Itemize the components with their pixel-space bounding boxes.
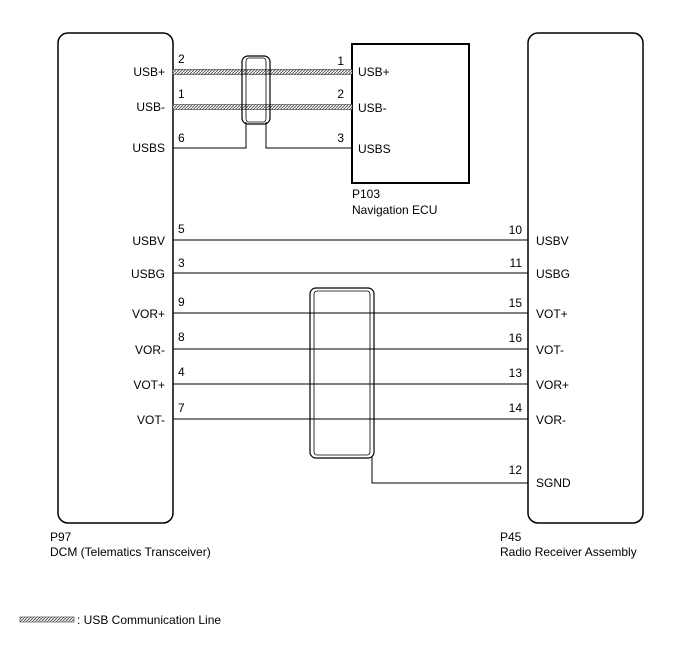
- dcm-pin-label: USBV: [132, 234, 165, 248]
- radio-pin-label: USBG: [536, 267, 570, 281]
- radio-pin-label: VOT+: [536, 307, 568, 321]
- dcm-pin-number: 3: [178, 256, 185, 270]
- dcm-pin-number: 8: [178, 330, 185, 344]
- nav-pin-number: 1: [337, 54, 344, 68]
- nav-name: Navigation ECU: [352, 203, 437, 217]
- dcm-pin-number: 4: [178, 365, 185, 379]
- radio-pin-number: 12: [509, 463, 523, 477]
- usb-shield-inner: [245, 57, 267, 123]
- dcm-pin-number: 6: [178, 131, 185, 145]
- nav-pin-number: 3: [337, 131, 344, 145]
- usb-plus-line: [172, 69, 353, 75]
- radio-name: Radio Receiver Assembly: [500, 545, 637, 559]
- usbs-wire-nav: [265, 122, 352, 149]
- nav-pin-number: 2: [337, 87, 344, 101]
- usb-shield: [241, 55, 271, 125]
- radio-pin-label: VOR+: [536, 378, 569, 392]
- audio-shield: [309, 287, 375, 459]
- dcm-pin-number: 7: [178, 401, 185, 415]
- nav-ecu-box: [351, 43, 470, 184]
- dcm-pin-label: VOR-: [135, 343, 165, 357]
- dcm-pin-label: USB+: [133, 65, 165, 79]
- radio-pin-number: 14: [509, 401, 523, 415]
- dcm-pin-label: VOR+: [132, 307, 165, 321]
- nav-pin-label: USBS: [358, 142, 391, 156]
- radio-pin-number: 16: [509, 331, 523, 345]
- radio-pin-number: 13: [509, 366, 523, 380]
- dcm-pin-number: 1: [178, 87, 185, 101]
- audio-shield-inner: [313, 290, 371, 456]
- radio-pin-label: SGND: [536, 476, 571, 490]
- nav-connector: P103: [352, 187, 380, 201]
- legend-text: : USB Communication Line: [77, 613, 221, 627]
- dcm-pin-number: 2: [178, 52, 185, 66]
- radio-pin-label: USBV: [536, 234, 569, 248]
- dcm-pin-label: VOT+: [133, 378, 165, 392]
- legend-usb-swatch: [19, 616, 75, 623]
- radio-pin-number: 10: [509, 223, 523, 237]
- dcm-pin-number: 9: [178, 295, 185, 309]
- radio-box: [527, 32, 644, 524]
- nav-pin-label: USB+: [358, 65, 390, 79]
- usbs-wire-dcm: [173, 122, 247, 149]
- radio-pin-number: 11: [510, 256, 523, 270]
- usb-minus-line: [172, 104, 353, 110]
- dcm-name: DCM (Telematics Transceiver): [50, 545, 211, 559]
- dcm-connector: P97: [50, 530, 72, 544]
- dcm-pin-label: USBS: [132, 141, 165, 155]
- nav-pin-label: USB-: [358, 101, 387, 115]
- dcm-pin-label: USB-: [136, 100, 165, 114]
- radio-connector: P45: [500, 530, 522, 544]
- radio-pin-label: VOT-: [536, 343, 564, 357]
- sgnd-wire: [371, 456, 528, 484]
- dcm-pin-number: 5: [178, 222, 185, 236]
- dcm-pin-label: USBG: [131, 267, 165, 281]
- radio-pin-number: 15: [509, 296, 523, 310]
- dcm-pin-label: VOT-: [137, 413, 165, 427]
- radio-pin-label: VOR-: [536, 413, 566, 427]
- dcm-box: [57, 32, 174, 524]
